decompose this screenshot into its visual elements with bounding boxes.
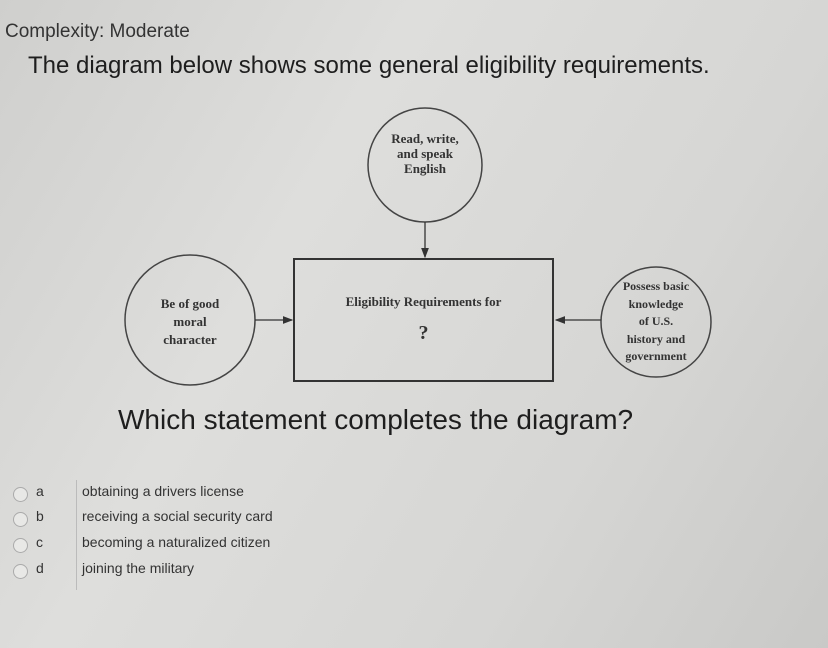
right-circle bbox=[600, 266, 712, 378]
center-box bbox=[293, 258, 554, 382]
option-text: obtaining a drivers license bbox=[82, 483, 244, 499]
text-line: Read, write, bbox=[391, 131, 459, 146]
option-letter: d bbox=[36, 560, 44, 576]
text-line: Possess basic bbox=[622, 279, 690, 293]
text-line: government bbox=[625, 349, 687, 363]
option-text: joining the military bbox=[82, 560, 195, 576]
text-line: and speak bbox=[397, 146, 453, 161]
text-line: history and bbox=[626, 331, 686, 346]
option-c[interactable]: c becoming a naturalized citizen bbox=[0, 534, 330, 558]
question-text: Which statement completes the diagram? bbox=[118, 404, 634, 435]
text-line: character bbox=[163, 332, 217, 347]
options-divider bbox=[76, 480, 77, 590]
option-letter: c bbox=[36, 534, 43, 550]
radio-button[interactable] bbox=[13, 487, 28, 502]
option-text: receiving a social security card bbox=[82, 508, 273, 524]
center-box-title: Eligibility Requirements for bbox=[345, 294, 502, 309]
option-d[interactable]: d joining the military bbox=[0, 560, 330, 584]
text-line: knowledge bbox=[628, 296, 684, 311]
text-line: English bbox=[404, 161, 446, 176]
complexity-label: Complexity: Moderate bbox=[5, 21, 190, 42]
left-circle-text: Be of good moral character bbox=[130, 295, 250, 349]
eligibility-diagram bbox=[124, 107, 712, 386]
question-intro: The diagram below shows some general eli… bbox=[28, 52, 710, 79]
center-box-mark: ? bbox=[418, 322, 429, 344]
radio-button[interactable] bbox=[13, 564, 28, 579]
option-letter: b bbox=[36, 508, 44, 524]
top-circle-text: Read, write, and speak English bbox=[365, 131, 485, 176]
text-line: Be of good bbox=[160, 296, 220, 311]
text-line: of U.S. bbox=[638, 314, 674, 328]
option-b[interactable]: b receiving a social security card bbox=[0, 508, 330, 532]
radio-button[interactable] bbox=[13, 538, 28, 553]
option-letter: a bbox=[36, 483, 44, 499]
radio-button[interactable] bbox=[13, 512, 28, 527]
option-text: becoming a naturalized citizen bbox=[82, 534, 271, 550]
text-line: moral bbox=[173, 314, 207, 329]
option-a[interactable]: a obtaining a drivers license bbox=[0, 483, 330, 507]
right-circle-text: Possess basic knowledge of U.S. history … bbox=[601, 278, 711, 366]
